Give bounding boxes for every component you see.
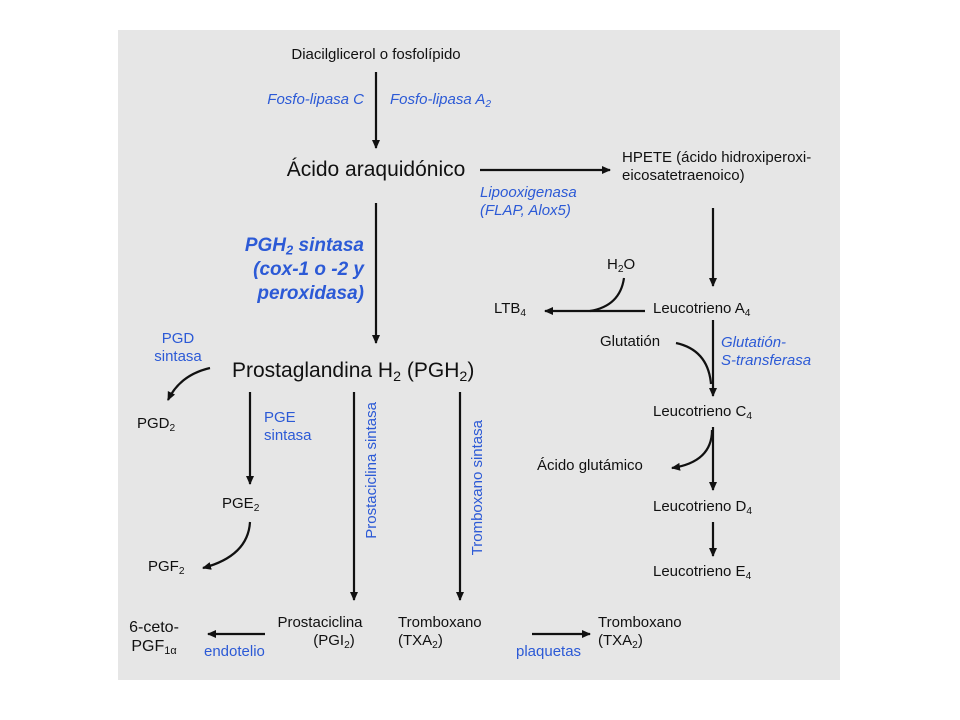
pge-s-line2: sintasa <box>264 427 312 444</box>
node-tromboxano-txa2: Tromboxano (TXA2) <box>398 614 482 650</box>
h2o-c: O <box>623 256 636 273</box>
label-plaquetas: plaquetas <box>516 643 582 660</box>
pgd2-a: PGD <box>137 415 170 432</box>
pgd-s-line1: PGD <box>161 330 195 347</box>
pgh2-part-e: ) <box>467 359 475 382</box>
fosfo-a2-a: Fosfo-lipasa A <box>390 91 486 108</box>
lipoox-line1: Lipooxigenasa <box>480 184 577 201</box>
node-acido-araquidonico: Ácido araquidónico <box>286 158 466 181</box>
node-ltb4: LTB4 <box>494 300 526 318</box>
node-acido-glutamico: Ácido glutámico <box>537 457 643 474</box>
ltc4-b: 4 <box>746 410 753 422</box>
node-glutation: Glutatión <box>600 333 661 350</box>
pgf2-b: 2 <box>178 565 185 577</box>
enzyme-glutation-s-transferasa: Glutatión- S-transferasa <box>721 334 811 370</box>
pgh2-part-c: (PGH <box>401 359 460 382</box>
node-h2o: H2O <box>607 256 635 274</box>
lta4-a: Leucotrieno A <box>653 300 745 317</box>
prostaciclina-line2: (PGI2) <box>268 632 372 650</box>
tromboxano-b-line1: Tromboxano <box>598 614 682 631</box>
h2o-a: H <box>607 256 618 273</box>
node-prostaciclina: Prostaciclina (PGI2) <box>268 614 372 650</box>
fosfo-a2-b: 2 <box>485 98 491 110</box>
tromboxano-a-line1: Tromboxano <box>398 614 482 631</box>
arrow-pgh2-to-pgd2 <box>167 366 211 401</box>
enzyme-fosfo-lipasa-c: Fosfo-lipasa C <box>267 91 364 108</box>
node-prostaglandina-h2: Prostaglandina H2 (PGH2) <box>232 358 475 385</box>
node-leucotrieno-c4: Leucotrieno C4 <box>653 403 752 421</box>
pgf2-a: PGF <box>148 558 179 575</box>
prostaciclina-line2-c: ) <box>349 632 355 649</box>
lte4-b: 4 <box>745 570 752 582</box>
pge2-a: PGE <box>222 495 254 512</box>
pgh2s-line1: PGH2 sintasa <box>220 234 364 258</box>
arrow-glutation-curve <box>675 341 713 385</box>
prostaciclina-line2-a: (PGI <box>313 632 345 649</box>
tromboxano-a-line2-b: 2 <box>432 639 438 651</box>
h2o-b: 2 <box>617 263 624 275</box>
enzyme-pgd-sintasa: PGD sintasa <box>146 330 210 366</box>
pgh2s-line2: (cox-1 o -2 y <box>253 258 364 280</box>
node-pgd2: PGD2 <box>137 415 175 433</box>
tromboxano-a-line2-a: (TXA <box>398 632 433 649</box>
enzyme-prostaciclina-sintasa: Prostaciclina sintasa <box>363 402 380 539</box>
node-leucotrieno-a4: Leucotrieno A4 <box>653 300 750 318</box>
tromboxano-a-line2: (TXA2) <box>398 632 482 650</box>
lte4-a: Leucotrieno E <box>653 563 746 580</box>
node-hpete-line2: eicosatetraenoico) <box>622 167 745 184</box>
node-diacilglicerol: Diacilglicerol o fosfolípido <box>291 46 461 63</box>
node-tromboxano-plaquetas: Tromboxano (TXA2) <box>598 614 682 650</box>
enzyme-pgh2-sintasa: PGH2 sintasa (cox-1 o -2 y peroxidasa) <box>220 234 364 305</box>
ceto-line1: 6-ceto- <box>129 619 179 636</box>
tromboxano-b-line2-c: ) <box>637 632 643 649</box>
ltc4-a: Leucotrieno C <box>653 403 747 420</box>
enzyme-tromboxano-sintasa: Tromboxano sintasa <box>469 420 486 556</box>
enzyme-lipooxigenasa: Lipooxigenasa (FLAP, Alox5) <box>480 184 577 220</box>
node-hpete: HPETE (ácido hidroxiperoxi- eicosatetrae… <box>622 149 811 185</box>
tromboxano-b-line2-a: (TXA <box>598 632 633 649</box>
ltd4-b: 4 <box>746 505 753 517</box>
tromboxano-b-line2: (TXA2) <box>598 632 682 650</box>
pgd-s-line2: sintasa <box>154 348 202 365</box>
enzyme-fosfo-lipasa-a2: Fosfo-lipasa A2 <box>390 91 491 109</box>
arrow-ltc4-to-glutamico <box>671 429 714 471</box>
ceto-line2-a: PGF <box>131 638 165 656</box>
ltd4-a: Leucotrieno D <box>653 498 747 515</box>
enzyme-pge-sintasa: PGE sintasa <box>264 409 312 445</box>
pgh2-part-a: Prostaglandina H <box>232 359 394 382</box>
pgd2-b: 2 <box>169 422 176 434</box>
lta4-b: 4 <box>744 307 751 319</box>
ltb4-b: 4 <box>520 307 527 319</box>
pgh2-part-d: 2 <box>459 368 468 385</box>
pge2-b: 2 <box>253 502 260 514</box>
node-hpete-line1: HPETE (ácido hidroxiperoxi- <box>622 149 812 166</box>
arrow-pge2-to-pgf2 <box>202 521 252 570</box>
node-6-ceto-pgf1a: 6-ceto- PGF1α <box>118 618 190 657</box>
node-leucotrieno-d4: Leucotrieno D4 <box>653 498 752 516</box>
pgh2s-line3: peroxidasa) <box>257 282 364 304</box>
pgh2s-line1-a: PGH <box>244 235 287 256</box>
prostaciclina-line1: Prostaciclina <box>277 614 363 631</box>
tromboxano-a-line2-c: ) <box>437 632 443 649</box>
node-pgf2: PGF2 <box>148 558 185 576</box>
node-pge2: PGE2 <box>222 495 259 513</box>
pgh2s-line1-c: sintasa <box>293 235 365 256</box>
arrow-h2o-curve <box>589 277 626 313</box>
lipoox-line2: (FLAP, Alox5) <box>480 202 571 219</box>
node-leucotrieno-e4: Leucotrieno E4 <box>653 563 751 581</box>
prostaciclina-line2-b: 2 <box>344 639 350 651</box>
gst-line1: Glutatión- <box>721 334 787 351</box>
diagram-panel <box>118 30 840 680</box>
gst-line2: S-transferasa <box>721 352 812 369</box>
label-endotelio: endotelio <box>204 643 265 660</box>
pgh2s-line1-b: 2 <box>286 242 294 258</box>
pge-s-line1: PGE <box>264 409 296 426</box>
ceto-line2-b: 1α <box>164 645 177 658</box>
tromboxano-b-line2-b: 2 <box>632 639 638 651</box>
ltb4-a: LTB <box>494 300 521 317</box>
pgh2-part-b: 2 <box>393 368 402 385</box>
ceto-line2: PGF1α <box>118 637 190 656</box>
